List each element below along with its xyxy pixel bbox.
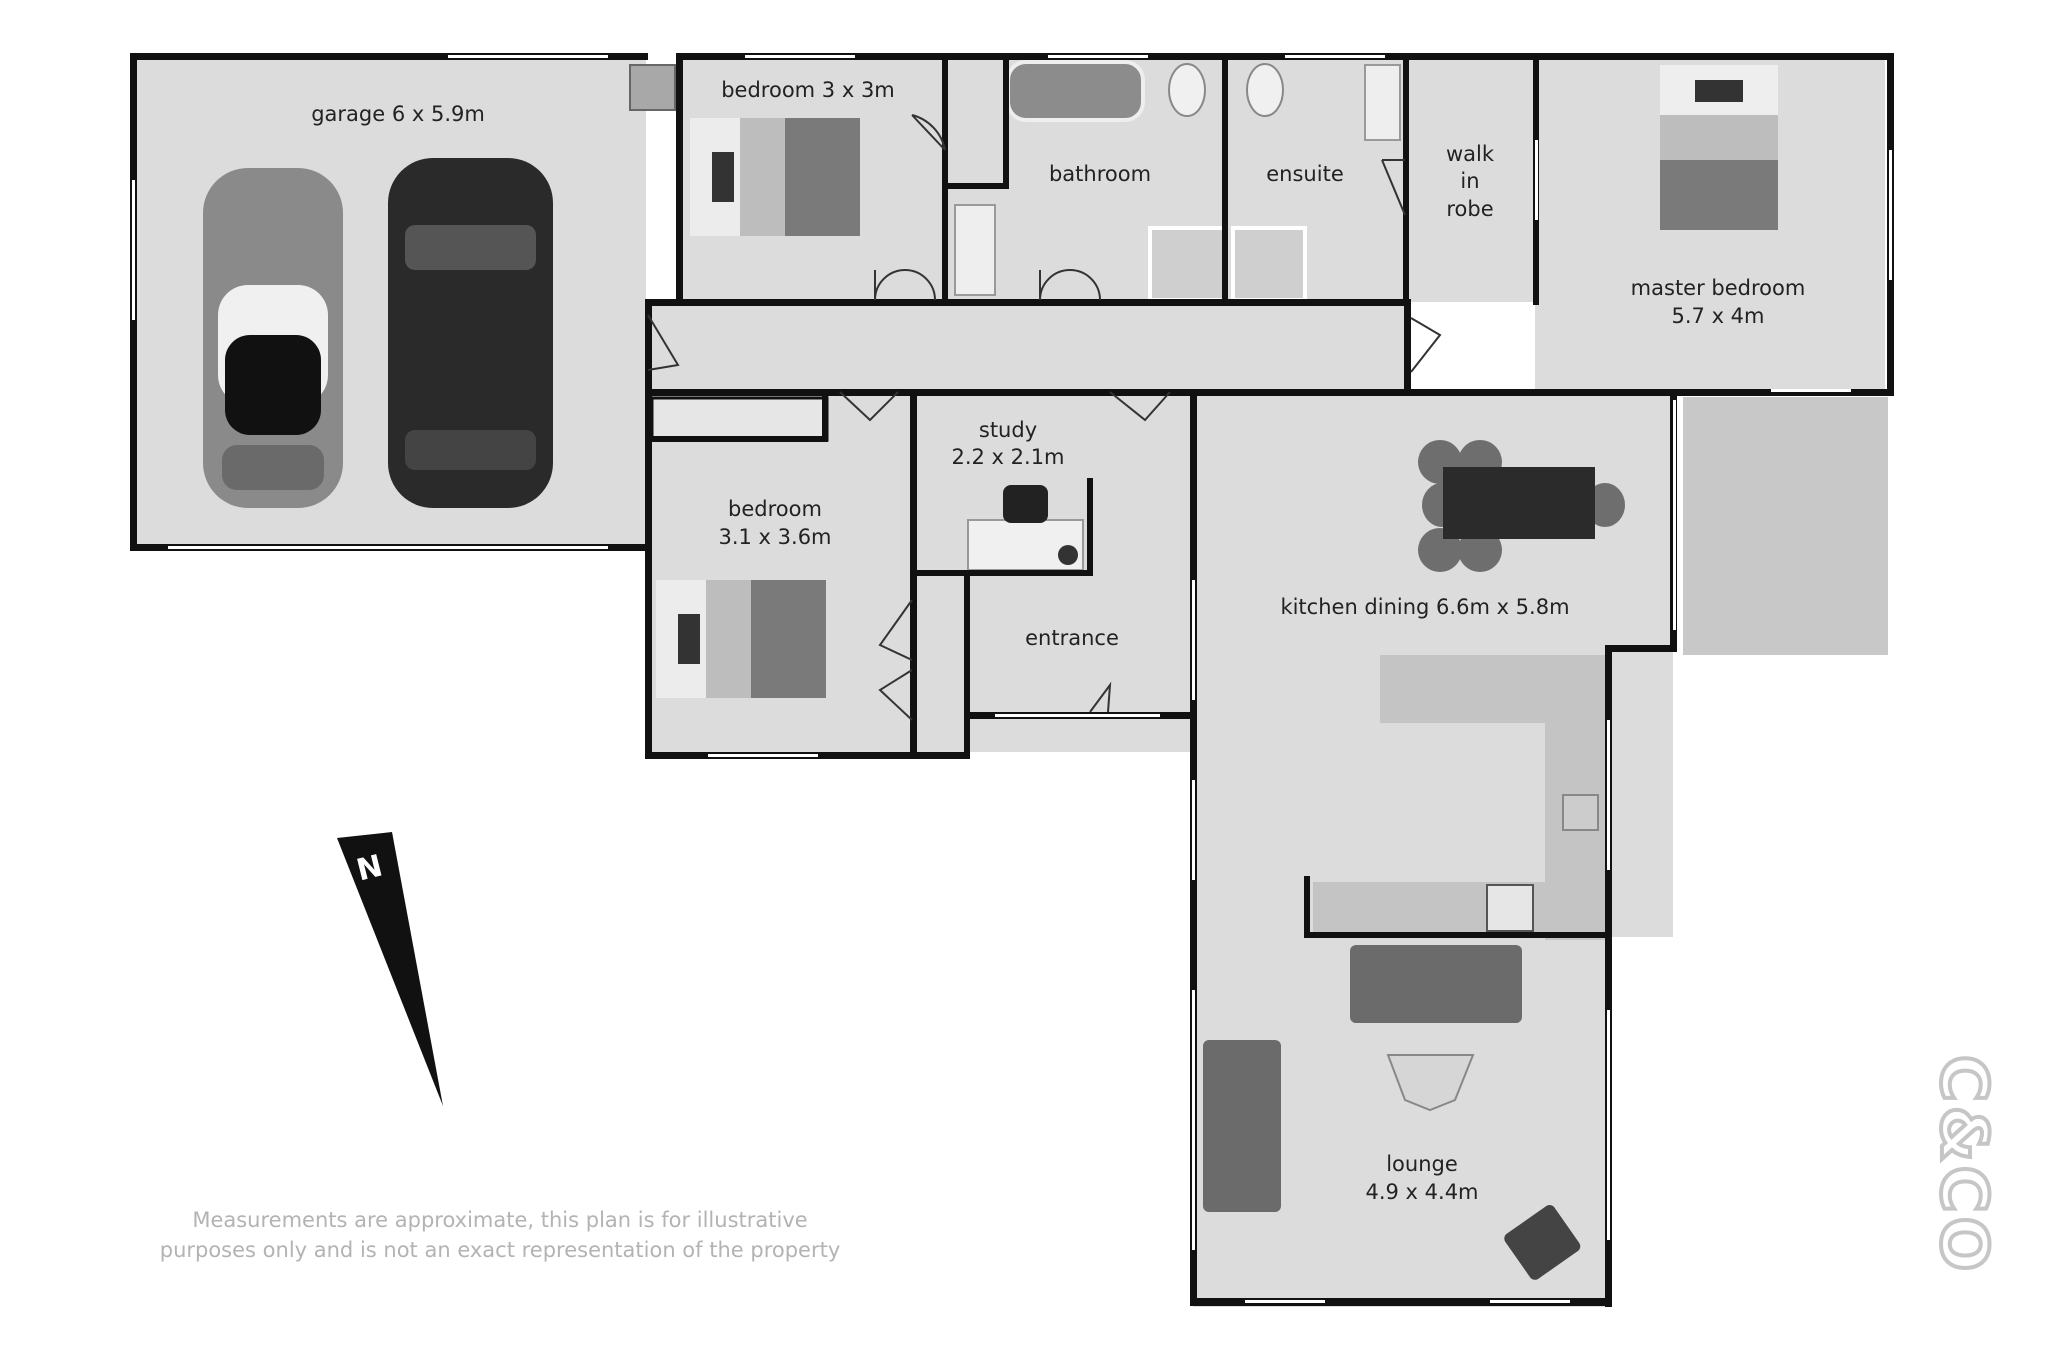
study-size: 2.2 x 2.1m — [951, 445, 1064, 469]
ensuite-toilet — [1246, 63, 1284, 117]
sofa-top — [1350, 945, 1522, 1023]
bedroom-top-label: bedroom 3 x 3m — [721, 78, 895, 102]
study-desk — [967, 485, 1084, 571]
lounge-size: 4.9 x 4.4m — [1365, 1180, 1478, 1204]
master-bedroom-size: 5.7 x 4m — [1672, 304, 1765, 328]
disclaimer: Measurements are approximate, this plan … — [120, 1205, 880, 1265]
car-black — [388, 158, 553, 508]
garage-tub — [629, 64, 676, 111]
bed-top — [690, 118, 860, 236]
disclaimer-line-2: purposes only and is not an exact repres… — [159, 1238, 841, 1262]
walk-in-robe-label-1: walk — [1446, 142, 1495, 166]
walk-in-robe-floor — [1405, 57, 1535, 302]
bathroom-label: bathroom — [1049, 162, 1151, 186]
bed-bedroom — [656, 580, 826, 698]
bedroom-label: bedroom — [728, 497, 822, 521]
garage-label: garage 6 x 5.9m — [311, 102, 485, 126]
kitchen-sink — [1562, 794, 1599, 831]
master-bed — [1660, 65, 1778, 230]
bathroom-shower — [1148, 226, 1227, 302]
disclaimer-line-1: Measurements are approximate, this plan … — [192, 1208, 808, 1232]
bathtub — [1006, 60, 1145, 122]
brand-logo: C&CO — [1924, 1053, 2000, 1277]
door-swings — [647, 114, 1442, 721]
ensuite-vanity — [1364, 64, 1401, 141]
compass-needle — [337, 832, 443, 1106]
study-label: study — [979, 418, 1037, 442]
dining-table — [1418, 440, 1625, 572]
bathroom-vanity — [954, 204, 996, 296]
deck-area — [1683, 397, 1888, 655]
logo-text: C&CO — [1926, 1055, 2000, 1275]
lounge-label: lounge — [1386, 1152, 1458, 1176]
bedroom-size: 3.1 x 3.6m — [718, 525, 831, 549]
room-labels: garage 6 x 5.9m bedroom 3 x 3m bathroom … — [311, 78, 1805, 1204]
kitchen-cooktop — [1486, 884, 1534, 932]
bedroom-wardrobe — [650, 396, 829, 442]
car-silver — [203, 168, 343, 508]
ensuite-shower — [1231, 226, 1307, 302]
coffee-table — [1386, 1054, 1475, 1112]
windows — [132, 55, 1892, 1303]
ensuite-label: ensuite — [1266, 162, 1343, 186]
walk-in-robe-label-3: robe — [1446, 197, 1493, 221]
master-bedroom-label: master bedroom — [1631, 276, 1806, 300]
armchair — [1504, 1205, 1581, 1280]
walk-in-robe-label-2: in — [1460, 169, 1479, 193]
kitchen-dining-label: kitchen dining 6.6m x 5.8m — [1280, 595, 1569, 619]
sofa-left — [1203, 1040, 1281, 1212]
entrance-label: entrance — [1025, 626, 1119, 650]
bathroom-toilet — [1168, 63, 1206, 117]
entrance-floor — [915, 572, 1193, 752]
hallway-floor — [646, 302, 1406, 392]
north-compass: N — [337, 832, 443, 1106]
